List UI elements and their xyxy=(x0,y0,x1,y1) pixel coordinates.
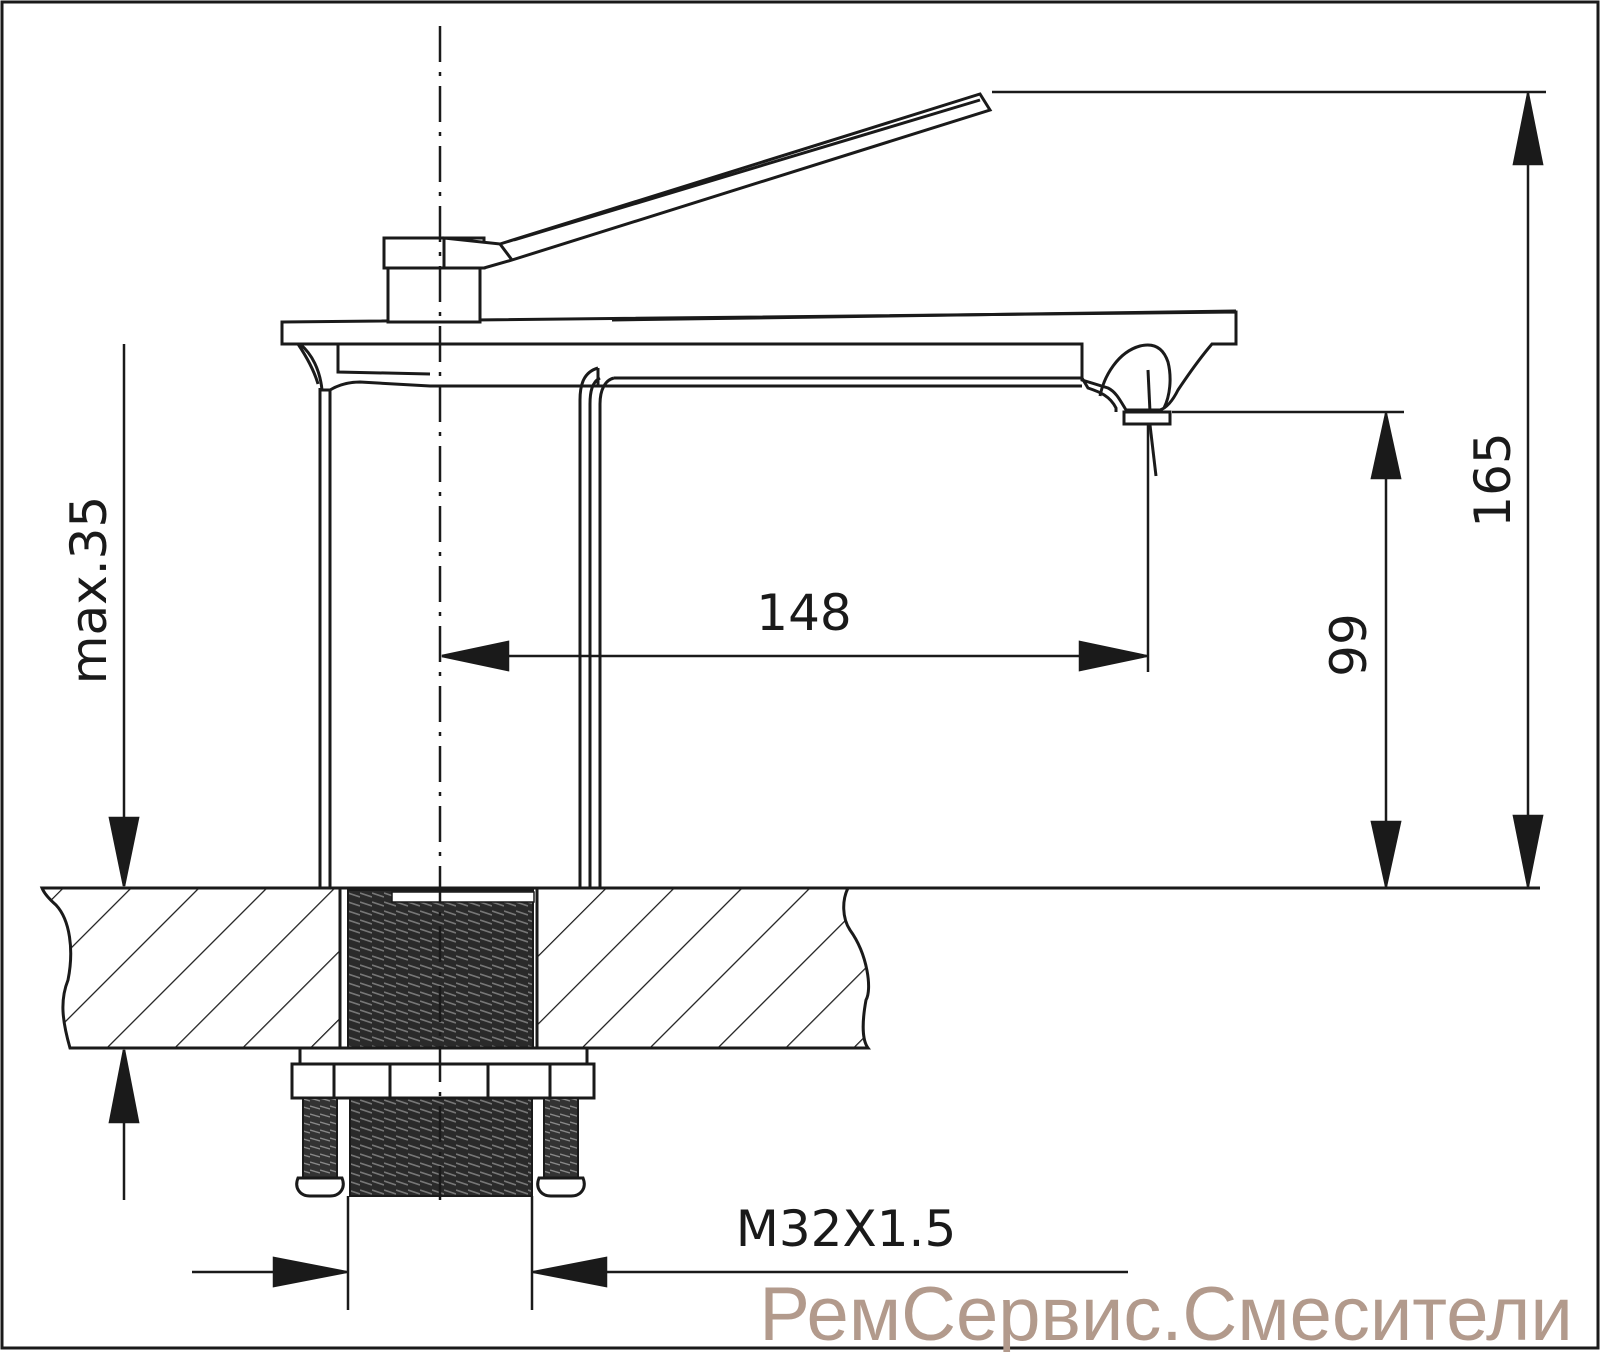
watermark-text: РемСервис.Смесители xyxy=(759,1272,1573,1352)
dim-spout-reach-label: 148 xyxy=(756,584,851,642)
dim-total-height xyxy=(992,90,1546,888)
dim-deck-thickness-label: max.35 xyxy=(60,496,118,684)
dim-spout-height xyxy=(1172,410,1404,888)
dim-total-height-label: 165 xyxy=(1464,432,1522,527)
mounting-nut xyxy=(290,1046,596,1100)
faucet-body xyxy=(280,309,1238,888)
dim-thread xyxy=(192,1196,1128,1310)
dim-spout-reach xyxy=(441,424,1150,672)
dim-spout-height-label: 99 xyxy=(1320,613,1378,677)
dim-deck-thickness xyxy=(108,344,140,1200)
dim-thread-label: M32X1.5 xyxy=(736,1200,957,1258)
mounting-bolts xyxy=(295,1097,586,1198)
lever-handle xyxy=(382,92,993,324)
countertop-section xyxy=(39,886,1540,1050)
